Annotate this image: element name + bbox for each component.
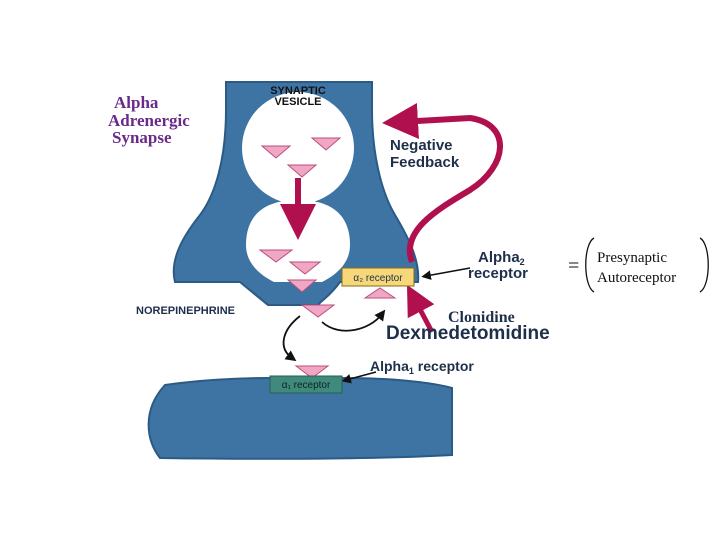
postsynaptic-neuron [147,377,453,460]
norepinephrine-to-alpha1-arrow [282,315,301,362]
bracket-left [585,237,595,293]
synaptic-vesicle-lower [246,200,350,282]
vesicle-molecules [258,137,397,379]
alpha1-receptor-box [269,375,343,394]
molecule [300,304,336,318]
molecule [363,287,397,299]
alpha1-receptor-label: Alpha1 receptor [370,358,474,376]
presynaptic-label: Presynaptic [597,250,667,266]
alpha2-word: Alpha [478,249,520,266]
molecule [286,164,318,178]
clonidine-label: Clonidine [448,309,515,326]
molecule [258,249,294,263]
alpha2-subscript: 2 [520,257,525,267]
norepinephrine-label: NOREPINEPHRINE [136,305,235,317]
bracket-right [699,237,709,293]
alpha1-label-arrow [341,371,377,384]
synaptic-vesicle-upper [242,92,354,204]
alpha1-subscript: 1 [409,366,414,376]
synaptic-vesicle-label-2: VESICLE [274,96,321,108]
dexmedetomidine-label: Dexmedetomidine [386,323,550,344]
title-line-1: Alpha [114,93,159,112]
title-line-3: Synapse [112,128,172,147]
alpha2-receptor-label-line-1: Alpha2 [478,249,525,267]
molecule [294,365,330,379]
alpha1-receptor-box-label: α₁ receptor [282,380,331,391]
alpha1-word: Alpha [370,358,409,374]
negative-feedback-label-2: Feedback [390,154,460,171]
equals-sign: = [568,255,579,277]
synaptic-vesicle-label-1: SYNAPTIC [270,85,326,97]
alpha2-receptor-box [341,267,415,287]
norepinephrine-to-alpha2-arrow [321,309,386,332]
molecule [260,145,292,159]
molecule [286,279,318,293]
alpha2-label-arrow [421,267,471,280]
molecule [310,137,342,151]
alpha2-receptor-label-line-2: receptor [468,265,528,282]
alpha1-rest: receptor [414,358,474,374]
autoreceptor-label: Autoreceptor [597,270,676,286]
alpha2-receptor-box-label: α₂ receptor [353,273,403,284]
negative-feedback-arrow [382,103,503,264]
agonist-arrow [406,284,435,334]
title-line-2: Adrenergic [108,111,190,130]
negative-feedback-label-1: Negative [390,137,453,154]
molecule [288,261,322,275]
